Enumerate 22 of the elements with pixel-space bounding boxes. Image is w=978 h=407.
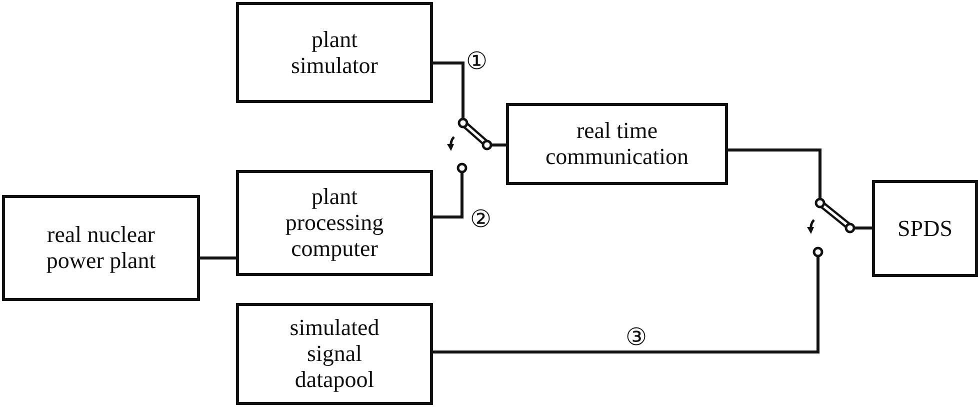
connector-line	[433, 62, 464, 118]
block-box	[2, 195, 200, 301]
block-label: plant processing computer	[284, 184, 385, 262]
block-box	[236, 2, 433, 103]
connector-line	[492, 144, 506, 146]
edge-label: ②	[470, 208, 492, 232]
connector-line	[200, 256, 236, 260]
block-label: real nuclear power plant	[45, 222, 157, 274]
block-box	[506, 103, 728, 185]
connector-line	[433, 174, 464, 218]
edge-label: ③	[626, 326, 648, 350]
block-box	[872, 180, 978, 277]
block-label: SPDS	[896, 216, 954, 242]
connector-line	[433, 259, 820, 354]
block-label: plant simulator	[290, 26, 379, 78]
block-box	[236, 170, 433, 276]
block-label: simulated signal datapool	[288, 315, 380, 393]
connector-line	[856, 226, 872, 230]
edge-label: ①	[466, 50, 488, 74]
connector-line	[728, 148, 822, 197]
block-box	[236, 303, 433, 405]
block-label: real time communication	[544, 118, 690, 170]
